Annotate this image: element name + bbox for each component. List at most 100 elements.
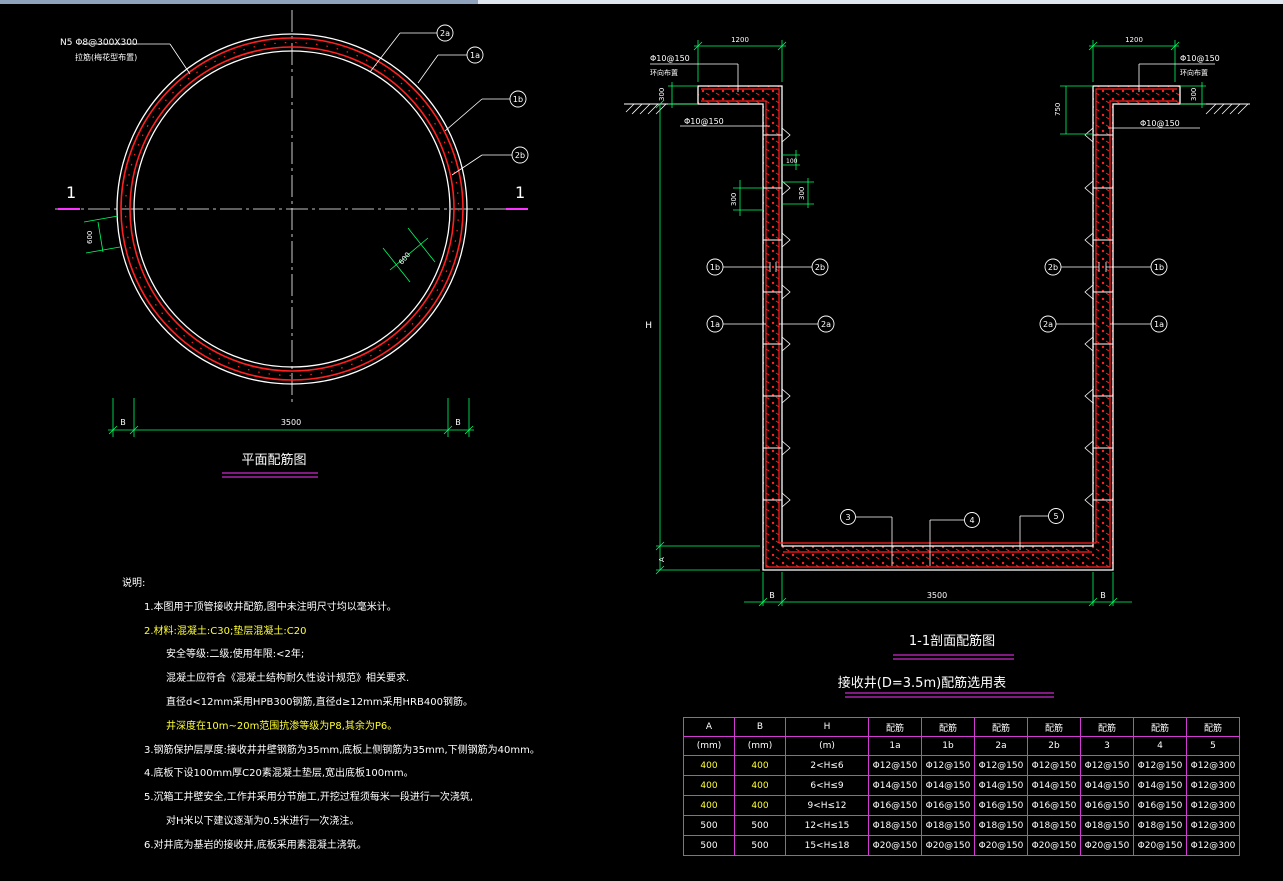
table-cell: 400 <box>734 775 786 796</box>
section-dim-300-b-label: 300 <box>798 187 806 200</box>
note-line: 安全等级:二级;使用年限:<2年; <box>166 649 305 661</box>
note-line: 直径d<12mm采用HPB300钢筋,直径d≥12mm采用HRB400钢筋。 <box>166 696 473 708</box>
section-dim-1200-left-label: 1200 <box>731 36 749 44</box>
plan-dim-bottom <box>108 398 474 437</box>
n5-note: N5 Φ8@300X300 <box>60 38 138 48</box>
table-cell: Φ20@150 <box>1027 835 1081 856</box>
section-dim-300-b <box>782 178 814 208</box>
table-cell: Φ12@300 <box>1186 815 1240 836</box>
section-title: 1-1剖面配筋图 <box>909 633 995 649</box>
section-wall-notches <box>781 127 1094 508</box>
svg-text:2b: 2b <box>515 151 525 160</box>
section-wall-joints <box>763 134 1113 501</box>
svg-text:1b: 1b <box>710 263 720 272</box>
table-cell: 4 <box>1133 736 1187 756</box>
svg-text:2b: 2b <box>1048 263 1058 272</box>
table-cell: 400 <box>683 795 735 816</box>
section-tag-2b-right: 2b <box>1044 258 1100 276</box>
design-notes: 说明: 1.本图用于顶管接收井配筋,图中未注明尺寸均以毫米计。2.材料:混凝土:… <box>122 572 542 858</box>
table-cell: 400 <box>734 755 786 776</box>
svg-text:5: 5 <box>1053 512 1058 521</box>
table-cell: Φ16@150 <box>1027 795 1081 816</box>
ground-hatch-right <box>1205 103 1249 115</box>
table-cell: 500 <box>683 835 735 856</box>
table-cell: 400 <box>683 775 735 796</box>
table-cell: B <box>734 717 786 737</box>
table-cell: 配筋 <box>1133 717 1187 737</box>
table-cell: A <box>683 717 735 737</box>
ring-beam-left: 环向布置 <box>650 68 678 77</box>
notes-lines: 1.本图用于顶管接收井配筋,图中未注明尺寸均以毫米计。2.材料:混凝土:C30;… <box>144 596 542 858</box>
table-cell: Φ12@300 <box>1186 755 1240 776</box>
note-line: 6.对井底为基岩的接收井,底板采用素混凝土浇筑。 <box>144 839 367 851</box>
section-dim-300-left <box>668 82 698 108</box>
table-cell: 配筋 <box>1186 717 1240 737</box>
table-cell: 配筋 <box>1027 717 1081 737</box>
table-cell: Φ18@150 <box>1027 815 1081 836</box>
table-cell: H <box>785 717 869 737</box>
section-mark-left: 1 <box>66 183 76 202</box>
notes-heading: 说明: <box>122 578 146 589</box>
table-cell: 12<H≤15 <box>785 815 869 836</box>
table-cell: (m) <box>785 736 869 756</box>
table-cell: 配筋 <box>974 717 1028 737</box>
rebar-inner-left: Φ10@150 <box>684 117 724 126</box>
table-cell: Φ12@150 <box>1027 755 1081 776</box>
table-cell: 1b <box>921 736 975 756</box>
svg-text:1b: 1b <box>1154 263 1164 272</box>
table-cell: Φ18@150 <box>921 815 975 836</box>
section-dim-300-a-label: 300 <box>730 193 738 206</box>
plan-outer-wall <box>116 33 468 385</box>
table-cell: Φ18@150 <box>1133 815 1187 836</box>
table-cell: Φ14@150 <box>1133 775 1187 796</box>
note-line: 2.材料:混凝土:C30;垫层混凝土:C20 <box>144 625 307 637</box>
svg-text:1a: 1a <box>1154 320 1164 329</box>
table-cell: (mm) <box>683 736 735 756</box>
top-bar-segment <box>0 0 478 4</box>
note-line: 对H米以下建议逐渐为0.5米进行一次浇注。 <box>166 815 360 827</box>
table-cell: Φ12@150 <box>1133 755 1187 776</box>
plan-tag-2b: 2b <box>451 146 529 176</box>
table-cell: Φ12@150 <box>974 755 1028 776</box>
plan-dim-b-right: B <box>455 418 461 427</box>
table-cell: Φ18@150 <box>974 815 1028 836</box>
section-tag-4: 4 <box>929 512 980 566</box>
section-dim-bottom <box>744 572 1132 607</box>
svg-text:2a: 2a <box>1043 320 1053 329</box>
section-view: 1200 1200 Φ10@150 环向布置 Φ10@150 环向布置 300 … <box>624 36 1250 660</box>
section-tag-5: 5 <box>1019 508 1064 550</box>
table-cell: 400 <box>683 755 735 776</box>
note-line: 3.钢筋保护层厚度:接收井井壁钢筋为35mm,底板上侧钢筋为35mm,下侧钢筋为… <box>144 744 540 756</box>
table-cell: Φ16@150 <box>1133 795 1187 816</box>
section-tag-3: 3 <box>840 509 893 566</box>
table-cell: 2a <box>974 736 1028 756</box>
table-cell: 500 <box>734 815 786 836</box>
table-cell: 400 <box>734 795 786 816</box>
section-dim-100-label: 100 <box>786 158 798 165</box>
svg-text:1a: 1a <box>470 51 480 60</box>
section-dim-h-label: H <box>645 321 652 331</box>
svg-text:4: 4 <box>969 516 974 525</box>
table-cell: Φ20@150 <box>1080 835 1134 856</box>
table-cell: Φ16@150 <box>974 795 1028 816</box>
table-cell: Φ12@150 <box>868 755 922 776</box>
table-cell: Φ12@150 <box>1080 755 1134 776</box>
section-tag-1b-right: 1b <box>1105 258 1168 276</box>
plan-title: 平面配筋图 <box>241 452 306 468</box>
table-cell: Φ12@300 <box>1186 795 1240 816</box>
table-title: 接收井(D=3.5m)配筋选用表 <box>838 675 1006 691</box>
table-cell: 9<H≤12 <box>785 795 869 816</box>
n5-leader <box>169 43 191 75</box>
ring-beam-right: 环向布置 <box>1180 68 1208 77</box>
section-dim-b-left: B <box>769 591 775 600</box>
table-cell: Φ16@150 <box>868 795 922 816</box>
table-cell: Φ14@150 <box>974 775 1028 796</box>
